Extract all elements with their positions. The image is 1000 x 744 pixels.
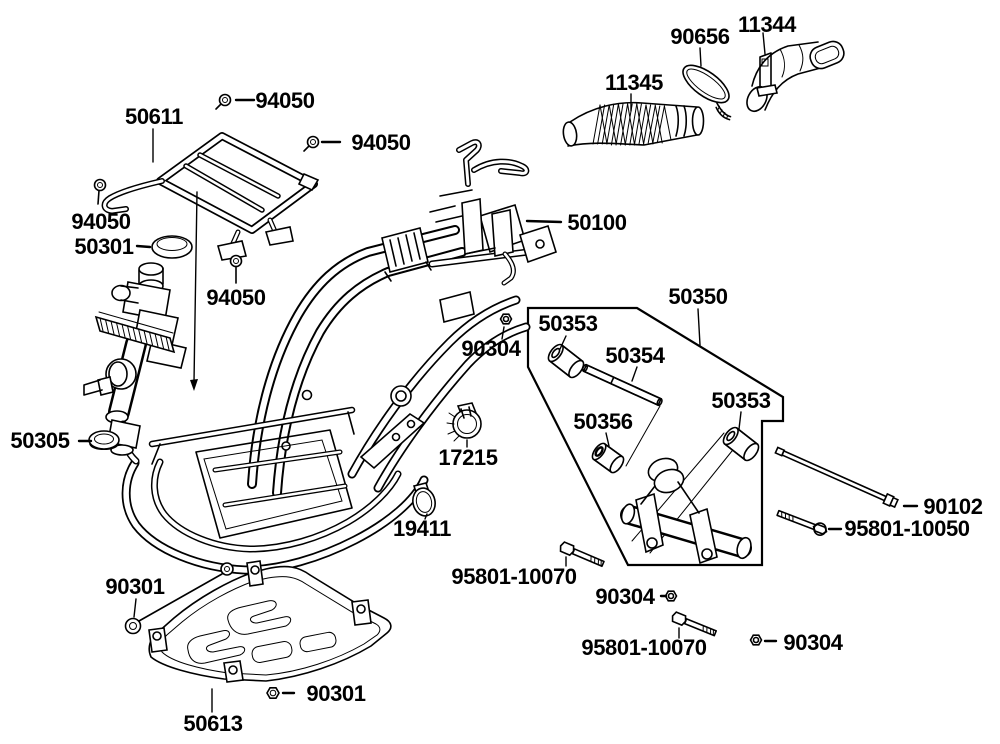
part-label-94050-top: 94050 [255,88,315,113]
leader-lines [77,32,919,713]
bushing-50353-right-drawing [722,426,760,462]
part-label-95801-10070-upper: 95801-10070 [451,564,577,589]
part-label-90102: 90102 [923,494,983,519]
part-label-95801-10050: 95801-10050 [844,516,970,541]
part-label-94050-mid: 94050 [206,285,266,310]
band-clamp-90656-drawing [682,64,732,121]
fuel-cock-cluster-drawing [83,262,187,456]
part-label-17215: 17215 [438,445,498,470]
bolt-90301-left-drawing [124,562,234,635]
bolt-94050-right-drawing [303,135,320,152]
part-label-90301-left: 90301 [105,574,165,599]
part-label-50350: 50350 [668,284,728,309]
part-label-90304-right: 90304 [783,630,843,655]
nut-90301-bottom-drawing [266,687,280,699]
clamp-17215-drawing [446,402,482,442]
clamp-19411-drawing [412,482,436,517]
hanger-assembly-boundary [526,306,785,567]
part-label-11345: 11345 [605,70,663,95]
part-label-50356: 50356 [573,409,633,434]
part-label-19411: 19411 [393,516,451,541]
collar-50354-drawing [581,363,663,407]
part-label-94050-left: 94050 [71,209,131,234]
under-cover-drawing [148,560,392,683]
part-label-50353-right: 50353 [711,388,771,413]
bushing-50356-drawing [591,442,625,474]
part-label-90304-mid: 90304 [595,584,655,609]
bolt-95801-10050-drawing [776,509,828,536]
part-label-50611: 50611 [125,104,183,129]
part-label-50613: 50613 [183,711,243,736]
part-label-90304-upper: 90304 [461,336,521,361]
bolt-95801-10070-lower-drawing [671,611,718,637]
part-label-50305: 50305 [10,428,70,453]
main-frame-drawing [97,139,557,575]
bushing-50353-left-drawing [547,343,585,379]
bolt-94050-top-drawing [215,93,232,110]
cap-50301-drawing [151,235,193,259]
part-label-94050-right: 94050 [351,130,411,155]
part-label-50301: 50301 [74,234,134,259]
bolt-90102-drawing [774,446,899,509]
part-label-50353-left: 50353 [538,311,598,336]
nut-90304-mid-drawing [664,590,678,602]
nut-90304-right-drawing [749,634,763,646]
nut-90304-upper-drawing [499,313,513,325]
part-label-90301-bottom: 90301 [306,681,366,706]
part-label-50100: 50100 [567,210,627,235]
grommet-50305-drawing [88,430,120,451]
bolt-94050-mid-drawing [229,254,243,284]
bolt-94050-left-drawing [93,178,107,205]
part-label-95801-10070-lower: 95801-10070 [581,635,707,660]
engine-hanger-bracket-drawing [620,405,752,565]
bolt-95801-10070-upper-drawing [559,541,605,568]
flex-duct-11345-drawing [562,101,705,147]
part-label-90656: 90656 [670,24,730,49]
part-label-11344: 11344 [738,12,796,37]
part-label-50354: 50354 [605,343,665,368]
intake-duct-11344-drawing [746,40,845,113]
seat-bracket-drawing [101,132,320,261]
